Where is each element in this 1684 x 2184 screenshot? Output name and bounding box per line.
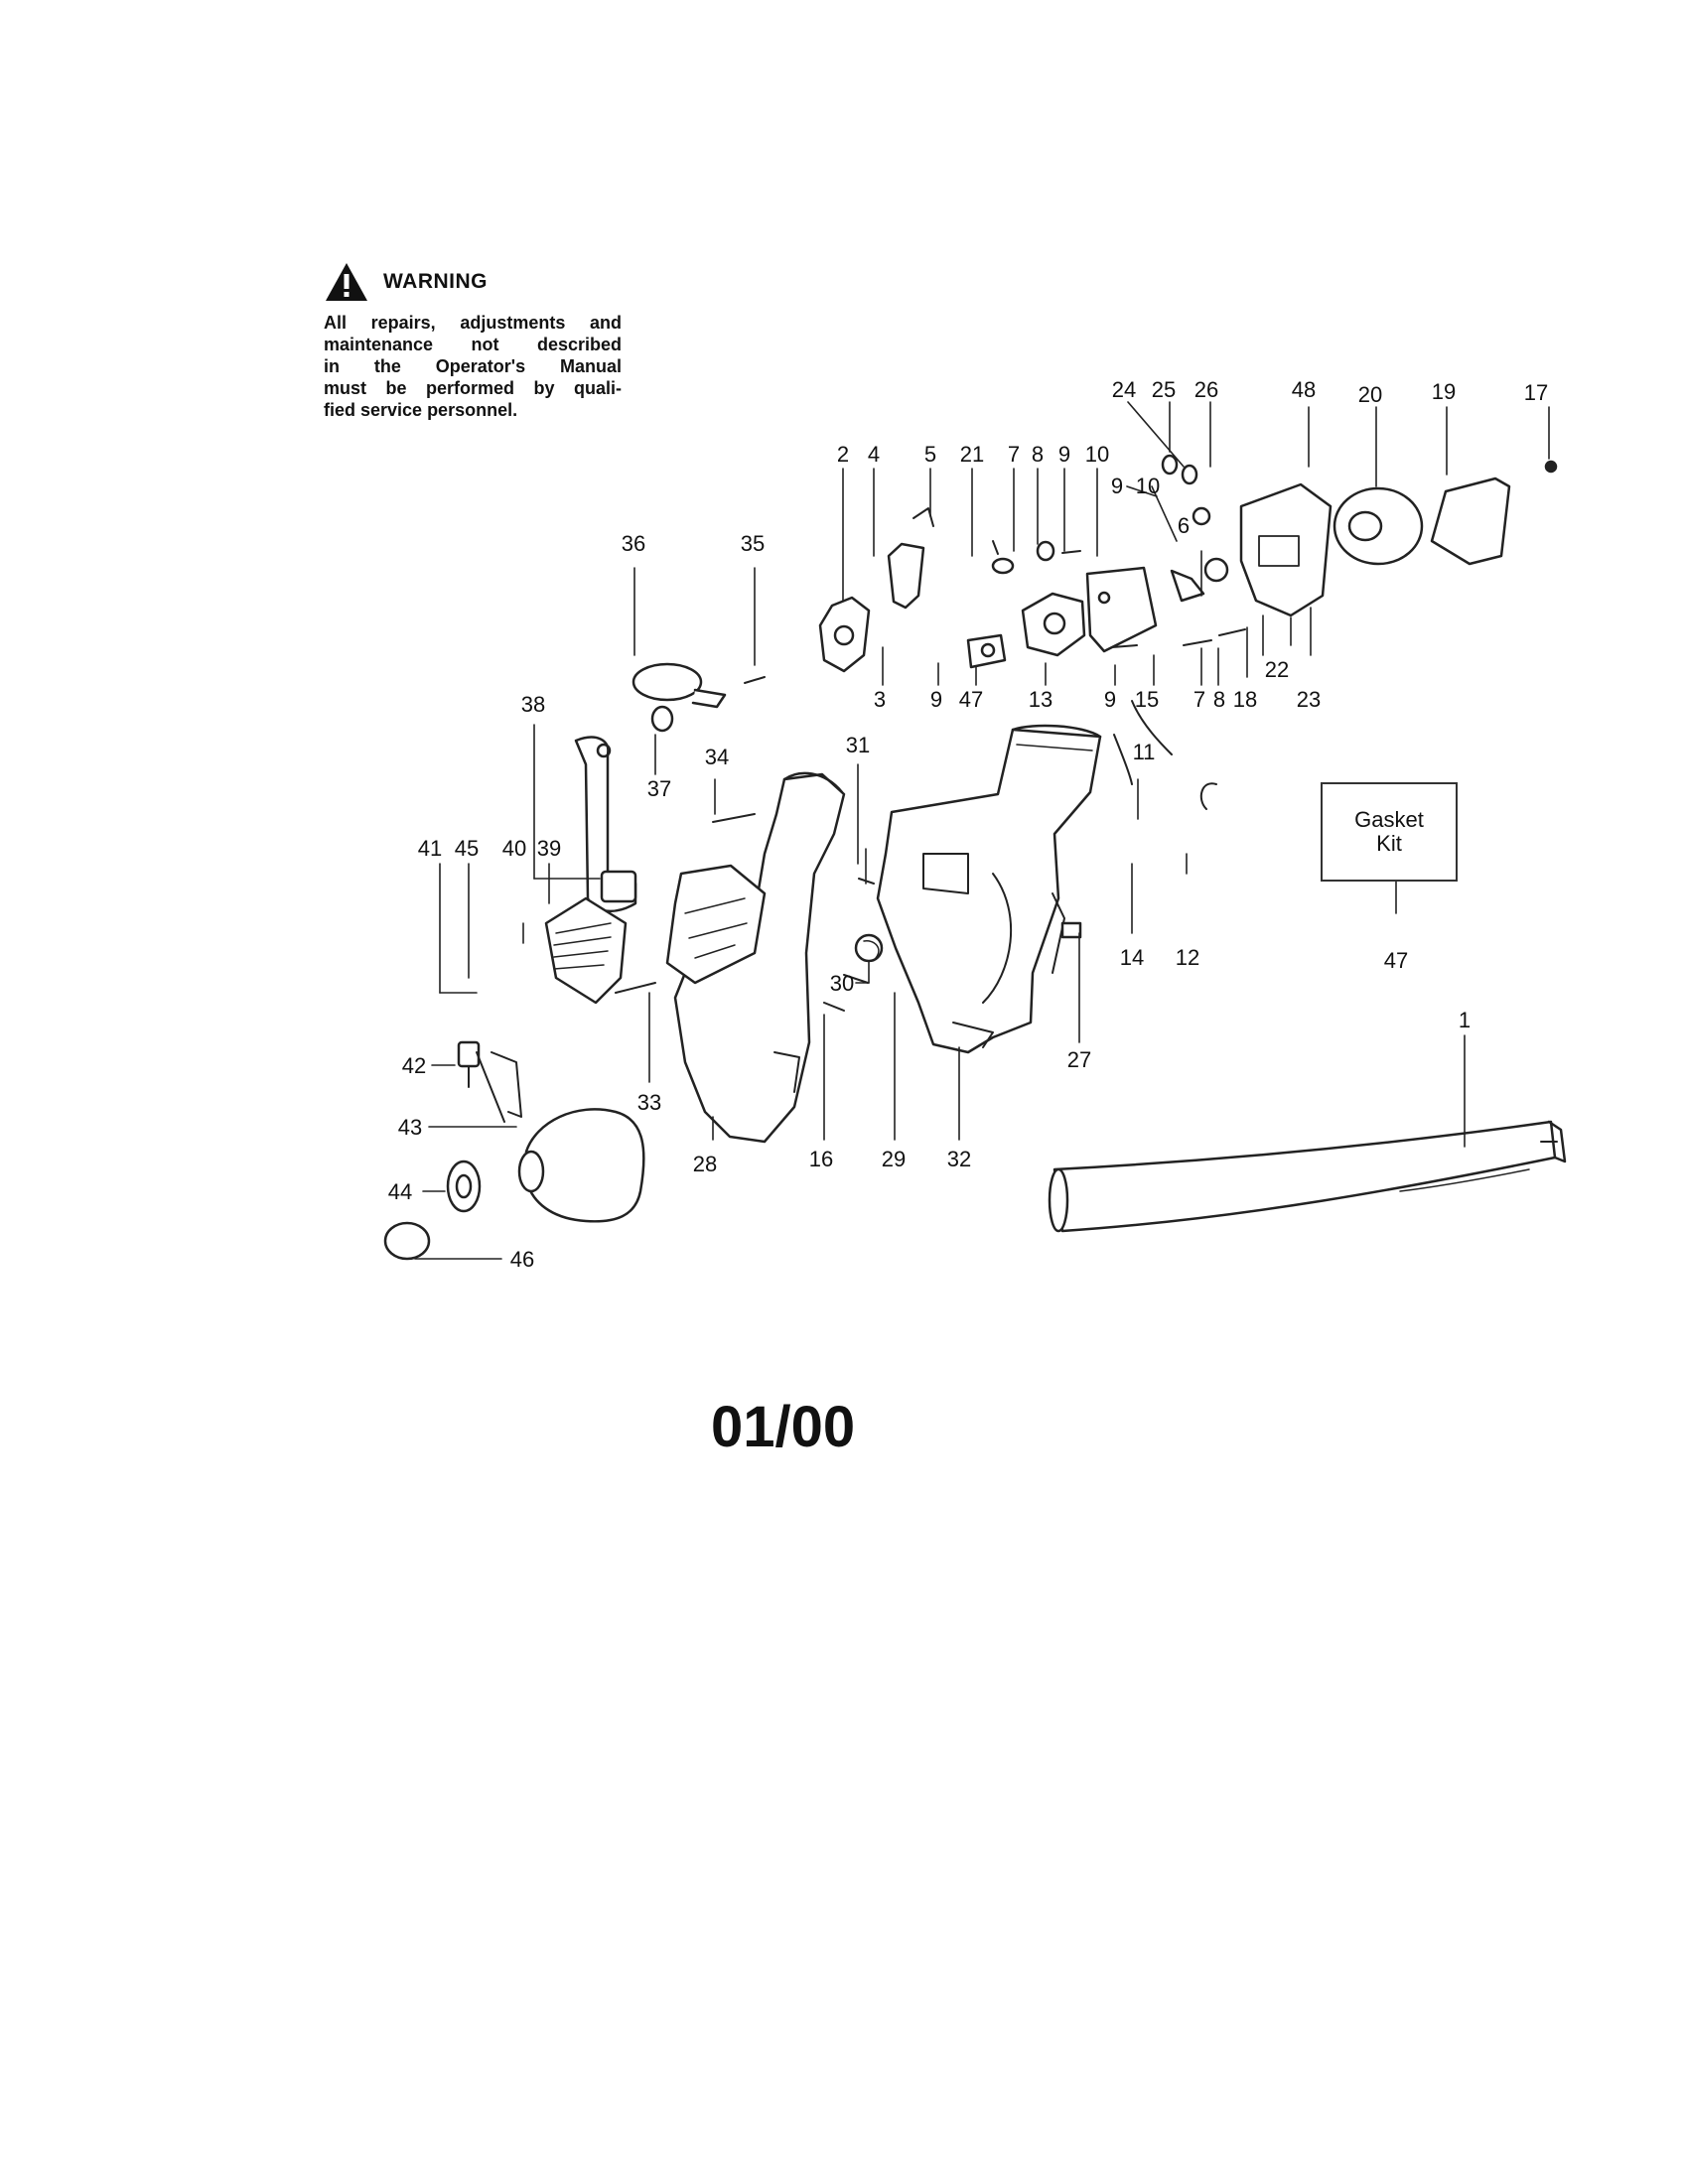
callout-10-mid: 10 <box>1136 474 1160 498</box>
callout-47-carb: 47 <box>959 687 983 712</box>
blower-tube <box>1048 1120 1567 1233</box>
callout-7-top: 7 <box>1008 442 1020 467</box>
callout-41: 41 <box>418 836 442 861</box>
callout-9-top: 9 <box>1058 442 1070 467</box>
warning-line: maintenance not described <box>324 335 622 354</box>
callout-15: 15 <box>1135 687 1159 712</box>
callout-26: 26 <box>1194 377 1218 402</box>
callout-8-bottom: 8 <box>1213 687 1225 712</box>
callout-42: 42 <box>402 1053 426 1078</box>
callout-30: 30 <box>830 971 854 996</box>
callout-9-bottom-right: 9 <box>1104 687 1116 712</box>
handle <box>574 736 637 912</box>
callout-23: 23 <box>1297 687 1321 712</box>
callout-3: 3 <box>874 687 886 712</box>
callout-33: 33 <box>637 1090 661 1115</box>
callout-37: 37 <box>647 776 671 801</box>
callout-36: 36 <box>622 531 645 556</box>
warning-body: All repairs, adjustments and maintenance… <box>324 312 622 421</box>
callout-6: 6 <box>1178 513 1190 538</box>
callout-7-bottom: 7 <box>1193 687 1205 712</box>
callout-29: 29 <box>882 1147 906 1171</box>
callout-9-bottom-left: 9 <box>930 687 942 712</box>
callout-2: 2 <box>837 442 849 467</box>
callout-21: 21 <box>960 442 984 467</box>
warning-line: in the Operator's Manual <box>324 356 622 376</box>
callout-48: 48 <box>1292 377 1316 402</box>
gasket-kit-line1: Gasket <box>1354 807 1424 832</box>
callout-12: 12 <box>1176 945 1199 970</box>
throttle-strap <box>632 662 727 733</box>
callout-24: 24 <box>1112 377 1136 402</box>
callout-45: 45 <box>455 836 479 861</box>
date-code: 01/00 <box>711 1395 856 1459</box>
callout-43: 43 <box>398 1115 422 1140</box>
callout-46: 46 <box>510 1247 534 1272</box>
warning-triangle-icon <box>326 263 367 301</box>
callout-38: 38 <box>521 692 545 717</box>
callout-13: 13 <box>1029 687 1052 712</box>
callout-31: 31 <box>846 733 870 757</box>
callout-44: 44 <box>388 1179 412 1204</box>
callout-22: 22 <box>1265 657 1289 682</box>
callout-20: 20 <box>1358 382 1382 407</box>
callout-11: 11 <box>1133 740 1156 764</box>
gasket-kit-line2: Kit <box>1376 831 1402 856</box>
warning-notice: WARNING All repairs, adjustments and mai… <box>324 258 622 421</box>
callout-14: 14 <box>1120 945 1144 970</box>
fan-housing-left <box>665 771 846 1144</box>
callout-18: 18 <box>1233 687 1257 712</box>
callout-8-top: 8 <box>1032 442 1044 467</box>
gasket-kit-box: Gasket Kit <box>1321 782 1458 882</box>
callout-39: 39 <box>537 836 561 861</box>
callout-4: 4 <box>868 442 880 467</box>
callout-40: 40 <box>502 836 526 861</box>
callout-1: 1 <box>1459 1008 1471 1032</box>
callout-32: 32 <box>947 1147 971 1171</box>
air-filter-cover <box>544 896 628 1005</box>
callout-17: 17 <box>1524 380 1548 405</box>
warning-line: must be performed by quali- <box>324 378 622 398</box>
callout-16: 16 <box>809 1147 833 1171</box>
callout-34: 34 <box>705 745 729 769</box>
warning-line: All repairs, adjustments and <box>324 313 622 333</box>
starter-and-cover <box>1239 460 1558 617</box>
fan-housing-right <box>876 724 1102 1054</box>
warning-header: WARNING <box>324 258 622 306</box>
fuel-tank <box>383 1040 645 1261</box>
leader-lines <box>414 401 1550 1260</box>
callout-35: 35 <box>741 531 765 556</box>
carburetor-assembly <box>818 542 1158 673</box>
callout-47-gasket: 47 <box>1384 948 1408 973</box>
callout-19: 19 <box>1432 379 1456 404</box>
callout-27: 27 <box>1067 1047 1091 1072</box>
small-parts <box>615 454 1246 1012</box>
callout-5: 5 <box>924 442 936 467</box>
callout-25: 25 <box>1152 377 1176 402</box>
callout-28: 28 <box>693 1152 717 1176</box>
warning-line: fied service personnel. <box>324 400 518 420</box>
warning-title: WARNING <box>383 270 488 293</box>
callout-9-mid: 9 <box>1111 474 1123 498</box>
callout-labels: 1 2 4 5 21 7 8 9 10 9 10 6 24 25 26 48 2… <box>388 377 1548 1272</box>
callout-10-top: 10 <box>1085 442 1109 467</box>
